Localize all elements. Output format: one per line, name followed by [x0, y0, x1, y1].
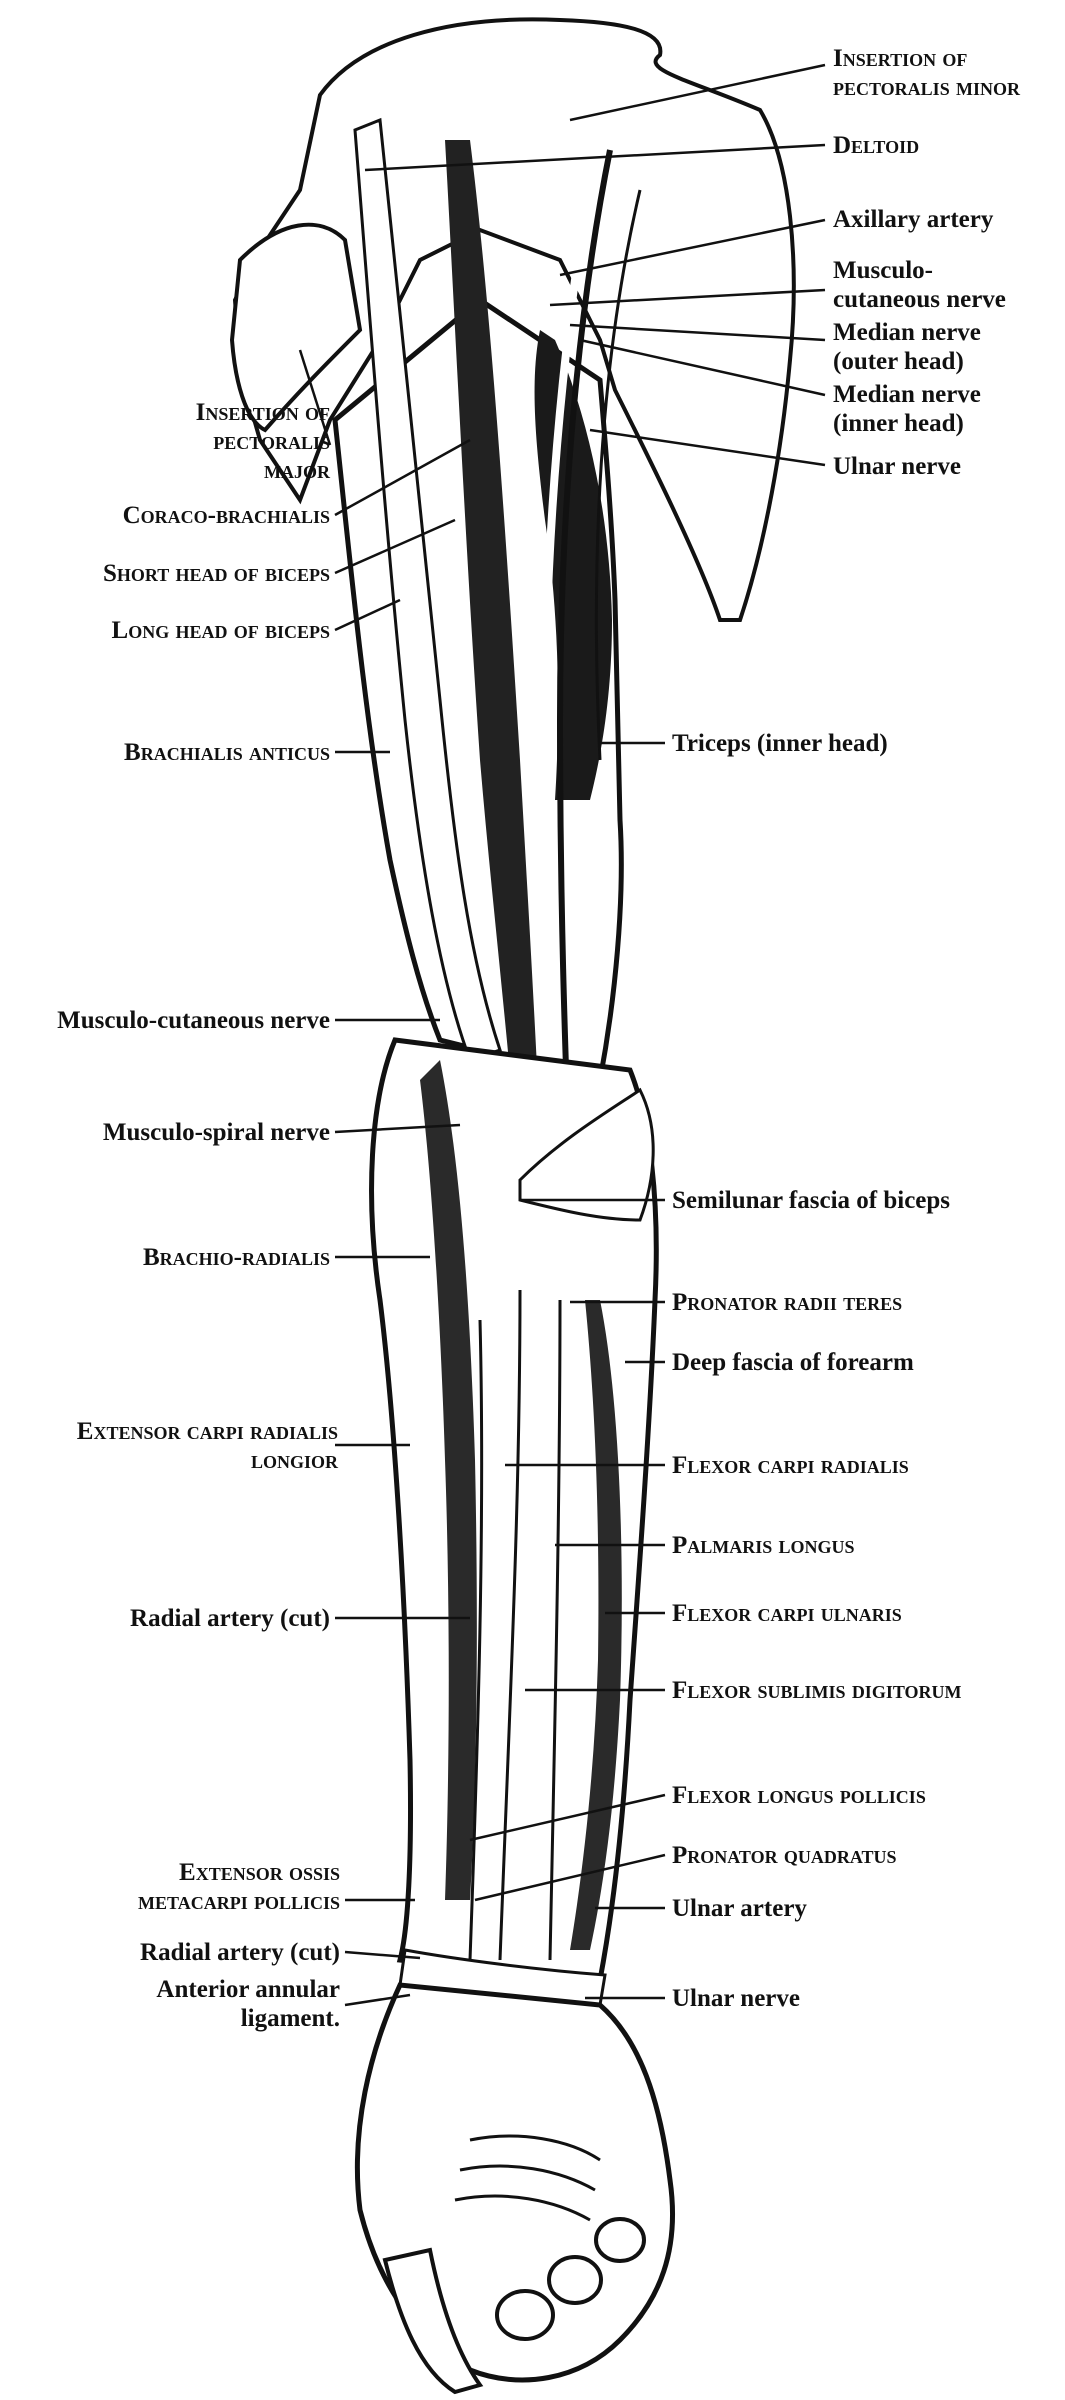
nerve-strand-1 — [541, 179, 594, 741]
leader-lines-right — [364, 63, 826, 2000]
palm-crease-1 — [469, 2134, 601, 2162]
pectoralis-major-tendon — [229, 222, 363, 433]
flexor-tendon-2 — [548, 1299, 562, 1961]
label-musculospiral-nerve: Musculo-spiral nerve — [102, 1119, 330, 1146]
label-radial-artery-cut-2: Radial artery (cut) — [140, 1939, 340, 1966]
label-triceps-inner-head: Triceps (inner head) — [672, 730, 888, 757]
label-axillary-artery: Axillary artery — [833, 206, 994, 233]
knuckle-3 — [594, 2217, 646, 2263]
label-short-head-biceps: Short head of biceps — [102, 560, 330, 587]
flexor-tendon-1 — [498, 1289, 522, 1961]
label-anterior-annular: Anterior annular ligament. — [156, 1976, 340, 2032]
label-ulnar-artery: Ulnar artery — [672, 1895, 807, 1922]
label-median-nerve-outer: Median nerve (outer head) — [833, 319, 981, 375]
label-insertion-pectoralis-major: Insertion of pectoralis major — [195, 399, 330, 484]
label-ulnar-nerve-lower: Ulnar nerve — [672, 1985, 800, 2012]
label-flexor-carpi-radialis: Flexor carpi radialis — [672, 1452, 909, 1479]
label-brachio-radialis: Brachio-radialis — [142, 1244, 330, 1271]
label-long-head-biceps: Long head of biceps — [111, 617, 330, 644]
label-musculocutaneous-nerve-upper: Musculo- cutaneous nerve — [833, 257, 1006, 313]
palm-crease-2 — [459, 2164, 596, 2192]
label-coraco-brachialis: Coraco-brachialis — [122, 502, 330, 529]
label-deltoid: Deltoid — [833, 132, 920, 159]
label-pronator-quadratus: Pronator quadratus — [672, 1842, 897, 1869]
label-radial-artery-cut-1: Radial artery (cut) — [130, 1605, 330, 1632]
label-pronator-radii-teres: Pronator radii teres — [672, 1289, 903, 1316]
flexor-tendon-3 — [468, 1319, 484, 1961]
label-flexor-sublimis: Flexor sublimis digitorum — [672, 1677, 962, 1704]
label-insertion-pectoralis-minor: Insertion of pectoralis minor — [833, 45, 1020, 101]
label-semilunar-fascia: Semilunar fascia of biceps — [672, 1187, 951, 1214]
label-deep-fascia-forearm: Deep fascia of forearm — [672, 1349, 914, 1376]
thumb — [382, 2247, 484, 2395]
label-flexor-carpi-ulnaris: Flexor carpi ulnaris — [672, 1600, 902, 1627]
label-flexor-longus-pollicis: Flexor longus pollicis — [672, 1782, 926, 1809]
label-ulnar-nerve-upper: Ulnar nerve — [833, 453, 961, 480]
label-extensor-ossis: Extensor ossis metacarpi pollicis — [138, 1859, 340, 1915]
label-palmaris-longus: Palmaris longus — [672, 1532, 855, 1559]
label-extensor-carpi-radialis: Extensor carpi radialis longior — [76, 1418, 338, 1474]
palm-crease-3 — [454, 2194, 591, 2222]
neurovascular-groove — [445, 140, 540, 1130]
leader-lines-left — [298, 349, 471, 2007]
label-brachialis-anticus: Brachialis anticus — [124, 739, 330, 766]
label-musculocutaneous-nerve-lower: Musculo-cutaneous nerve — [57, 1007, 330, 1034]
knuckle-1 — [495, 2289, 555, 2341]
artery-strand — [556, 149, 613, 1181]
knuckle-2 — [547, 2255, 603, 2305]
label-median-nerve-inner: Median nerve (inner head) — [833, 381, 981, 437]
forearm-shading-2 — [570, 1300, 622, 1950]
semilunar-fascia — [518, 1087, 655, 1222]
forearm-shading-1 — [420, 1060, 477, 1900]
